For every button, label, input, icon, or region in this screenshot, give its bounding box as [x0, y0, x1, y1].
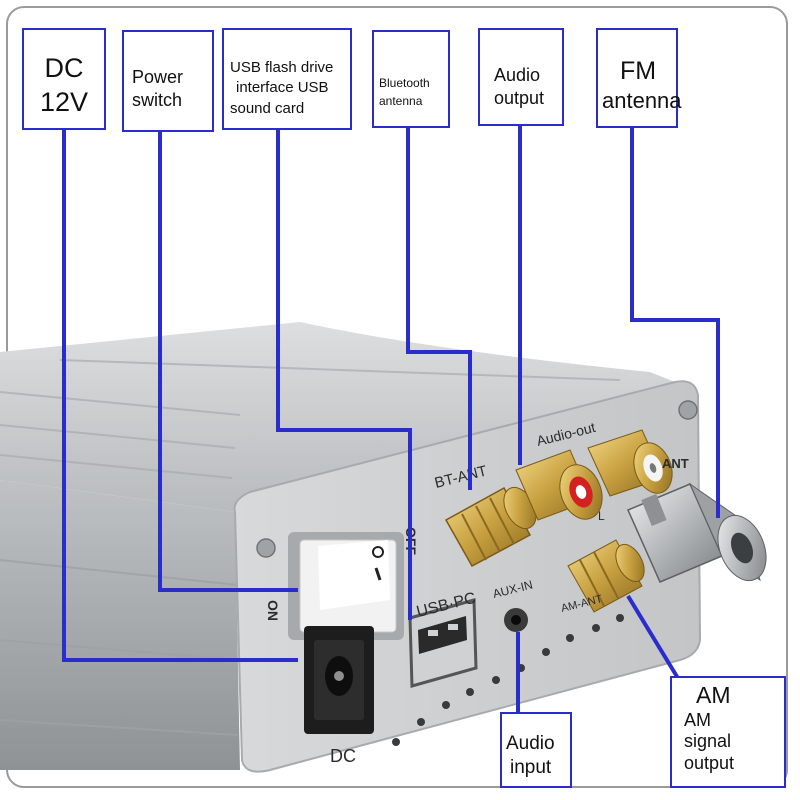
- vent-holes: [392, 614, 624, 746]
- callout-usb-line3: sound card: [230, 99, 305, 117]
- usb-port: [408, 598, 478, 688]
- leader-dc: [62, 128, 298, 662]
- callout-am-signal-output: AM AM signal output: [670, 676, 786, 788]
- callout-am-line4: output: [684, 752, 735, 773]
- callout-power-line1: Power: [132, 67, 184, 87]
- callout-dc-12v: DC 12V: [22, 28, 106, 130]
- callout-audio-input-line2: input: [510, 756, 552, 778]
- callout-fm-antenna: FM antenna: [596, 28, 682, 128]
- label-on: ON: [265, 600, 281, 621]
- leader-usb: [276, 128, 412, 620]
- callout-dc-line1: DC: [44, 53, 84, 83]
- leader-fm: [630, 128, 720, 518]
- callout-audio-input-line1: Audio: [506, 733, 555, 754]
- callout-audio-output-line2: output: [494, 87, 545, 108]
- callout-usb-line2: interface USB: [236, 79, 329, 97]
- callout-fm-line2: antenna: [602, 88, 682, 114]
- chassis-ridges: [0, 359, 621, 479]
- leader-power-switch: [158, 130, 298, 592]
- callout-bt-line2: antenna: [379, 94, 423, 108]
- dc-jack: [304, 626, 374, 734]
- callout-power-line2: switch: [132, 89, 183, 110]
- label-l: L: [598, 509, 605, 523]
- callout-usb-line1: USB flash drive: [230, 59, 334, 76]
- leader-bluetooth: [406, 128, 472, 490]
- label-ant: ANT: [662, 456, 689, 471]
- callout-am-line2: AM: [684, 709, 711, 730]
- am-sma-connector: [567, 539, 645, 613]
- callout-bluetooth-antenna: Bluetooth antenna: [372, 30, 450, 128]
- chassis-side: [0, 480, 240, 770]
- rca-left-white: [587, 429, 673, 497]
- chassis-top: [0, 322, 690, 512]
- callout-fm-line1: FM: [620, 57, 657, 85]
- leader-lines: [62, 124, 720, 712]
- rca-right-red: [515, 449, 603, 521]
- callout-usb-flash-drive: USB flash drive interface USB sound card: [222, 28, 352, 130]
- callout-am-line1: AM: [696, 682, 731, 708]
- callout-audio-output-line1: Audio: [494, 65, 541, 85]
- rocker-switch: [288, 532, 404, 640]
- label-dc: DC: [330, 746, 356, 766]
- callout-audio-output: Audio output: [478, 28, 564, 126]
- fm-bnc-connector: [627, 482, 767, 583]
- callout-am-line3: signal: [684, 731, 732, 752]
- callout-bt-line1: Bluetooth: [379, 76, 430, 90]
- callout-dc-line2: 12V: [39, 86, 89, 117]
- callout-power-switch: Power switch: [122, 30, 214, 132]
- panel-screws: [256, 400, 698, 558]
- callout-audio-input: Audio input: [500, 712, 572, 788]
- aux-in-jack: [504, 608, 528, 632]
